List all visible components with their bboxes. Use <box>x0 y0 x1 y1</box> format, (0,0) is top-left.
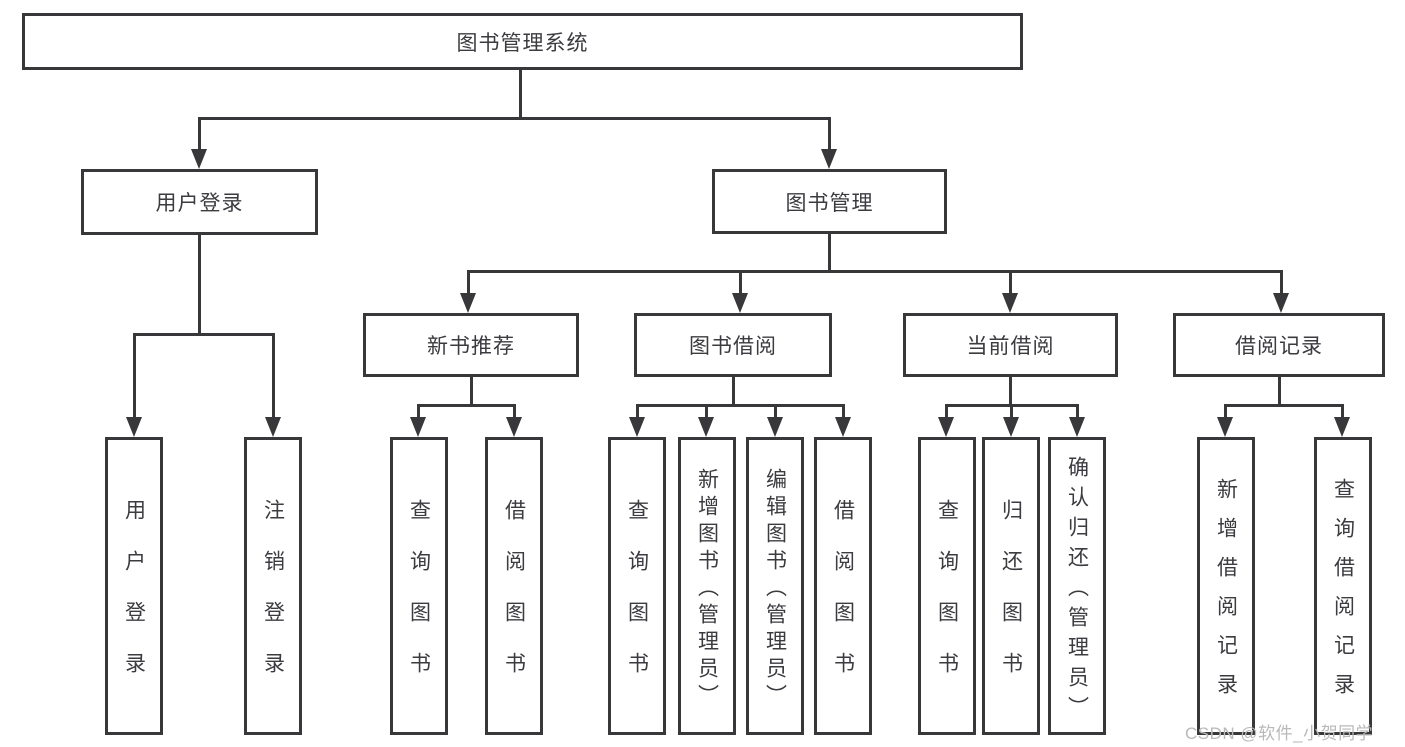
connector-line <box>739 270 742 294</box>
connector-line <box>945 404 948 420</box>
leaf-label: 新增图书（管理员） <box>695 467 719 711</box>
leaf-label: 查询图书 <box>935 499 959 703</box>
connector-line <box>1278 377 1281 407</box>
leaf-label: 用户登录 <box>122 499 146 703</box>
arrowhead-down-icon <box>506 417 522 437</box>
connector-line <box>467 270 1281 273</box>
connector-line <box>828 233 831 272</box>
connector-line <box>705 404 708 420</box>
node-book-borrowing: 图书借阅 <box>634 313 832 377</box>
arrowhead-down-icon <box>1217 417 1233 437</box>
connector-line <box>842 404 845 420</box>
arrowhead-down-icon <box>629 417 645 437</box>
connector-line <box>272 333 275 419</box>
connector-line <box>417 404 420 420</box>
connector-line <box>198 117 201 150</box>
arrowhead-down-icon <box>835 417 851 437</box>
node-current-borrowing: 当前借阅 <box>903 313 1118 377</box>
connector-line <box>1009 377 1012 407</box>
leaf-borrow-book-recommend: 借阅图书 <box>485 437 543 735</box>
leaf-label: 新增借阅记录 <box>1214 478 1238 712</box>
connector-line <box>774 404 777 420</box>
connector-line <box>467 270 470 294</box>
connector-line <box>513 404 516 420</box>
leaf-label: 归还图书 <box>999 499 1023 703</box>
arrowhead-down-icon <box>821 149 837 169</box>
arrowhead-down-icon <box>938 417 954 437</box>
leaf-logout: 注销登录 <box>244 437 302 735</box>
connector-line <box>198 117 831 120</box>
node-book-management: 图书管理 <box>712 169 947 234</box>
leaf-query-book-current: 查询图书 <box>918 437 976 735</box>
arrowhead-down-icon <box>410 417 426 437</box>
leaf-label: 借阅图书 <box>502 499 526 703</box>
connector-line <box>417 404 516 407</box>
node-library-system: 图书管理系统 <box>22 13 1023 70</box>
connector-line <box>828 117 831 150</box>
connector-line <box>133 333 136 419</box>
connector-line <box>636 404 639 420</box>
leaf-query-borrow-record: 查询借阅记录 <box>1314 437 1372 735</box>
connector-line <box>133 333 275 336</box>
arrowhead-down-icon <box>460 293 476 313</box>
arrowhead-down-icon <box>1003 417 1019 437</box>
arrowhead-down-icon <box>265 417 281 437</box>
connector-line <box>1224 404 1343 407</box>
connector-line <box>1076 404 1079 420</box>
connector-line <box>470 377 473 407</box>
arrowhead-down-icon <box>1069 417 1085 437</box>
csdn-watermark: CSDN @软件_小贺同学 <box>1185 724 1374 743</box>
leaf-user-login: 用户登录 <box>105 437 163 735</box>
leaf-label: 注销登录 <box>261 499 285 703</box>
leaf-label: 编辑图书（管理员） <box>763 467 787 711</box>
leaf-label: 查询借阅记录 <box>1331 478 1355 712</box>
leaf-add-borrow-record: 新增借阅记录 <box>1197 437 1255 735</box>
connector-line <box>1280 270 1283 294</box>
leaf-label: 查询图书 <box>407 499 431 703</box>
arrowhead-down-icon <box>1334 417 1350 437</box>
leaf-label: 查询图书 <box>625 499 649 703</box>
arrowhead-down-icon <box>767 417 783 437</box>
leaf-label: 确认归还（管理员） <box>1065 455 1089 726</box>
leaf-edit-book-admin: 编辑图书（管理员） <box>746 437 804 735</box>
arrowhead-down-icon <box>1002 293 1018 313</box>
leaf-confirm-return-admin: 确认归还（管理员） <box>1048 437 1106 735</box>
connector-line <box>732 377 735 407</box>
leaf-add-book-admin: 新增图书（管理员） <box>678 437 736 735</box>
connector-line <box>1224 404 1227 420</box>
arrowhead-down-icon <box>1273 293 1289 313</box>
leaf-return-book: 归还图书 <box>982 437 1040 735</box>
connector-line <box>636 404 844 407</box>
node-user-login: 用户登录 <box>81 169 318 235</box>
node-borrow-records: 借阅记录 <box>1173 313 1385 377</box>
leaf-query-book-borrowing: 查询图书 <box>608 437 666 735</box>
arrowhead-down-icon <box>732 293 748 313</box>
arrowhead-down-icon <box>698 417 714 437</box>
connector-line <box>519 69 522 118</box>
arrowhead-down-icon <box>126 417 142 437</box>
arrowhead-down-icon <box>191 149 207 169</box>
leaf-query-book-recommend: 查询图书 <box>390 437 448 735</box>
node-new-book-recommend: 新书推荐 <box>363 313 579 377</box>
leaf-borrow-book-borrowing: 借阅图书 <box>814 437 872 735</box>
connector-line <box>1009 270 1012 294</box>
connector-line <box>1341 404 1344 420</box>
connector-line <box>1010 404 1013 420</box>
leaf-label: 借阅图书 <box>831 499 855 703</box>
connector-line <box>198 234 201 335</box>
